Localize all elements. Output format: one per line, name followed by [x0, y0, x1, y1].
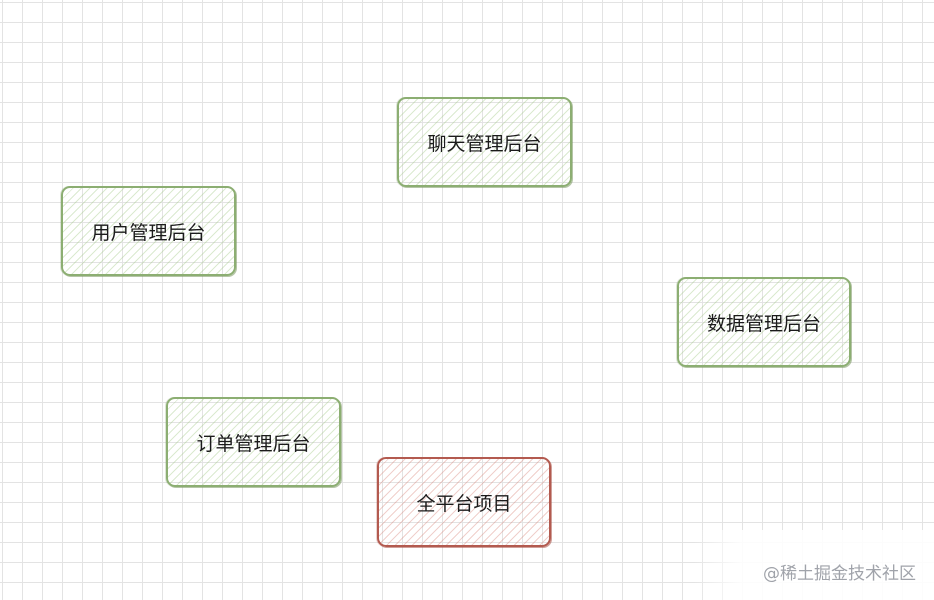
node-order-admin-label: 订单管理后台 [196, 432, 311, 455]
watermark-background [694, 530, 934, 600]
node-order-admin[interactable]: 订单管理后台 [166, 397, 341, 487]
node-chat-admin[interactable]: 聊天管理后台 [397, 97, 572, 187]
node-chat-admin-label: 聊天管理后台 [427, 132, 542, 155]
node-user-admin-label: 用户管理后台 [91, 221, 206, 244]
node-data-admin-label: 数据管理后台 [706, 312, 821, 335]
watermark-text: @稀土掘金技术社区 [763, 564, 916, 584]
node-data-admin[interactable]: 数据管理后台 [677, 277, 851, 367]
node-platform-project-label: 全平台项目 [416, 492, 512, 515]
node-user-admin[interactable]: 用户管理后台 [61, 186, 236, 276]
node-platform-project[interactable]: 全平台项目 [377, 457, 551, 547]
